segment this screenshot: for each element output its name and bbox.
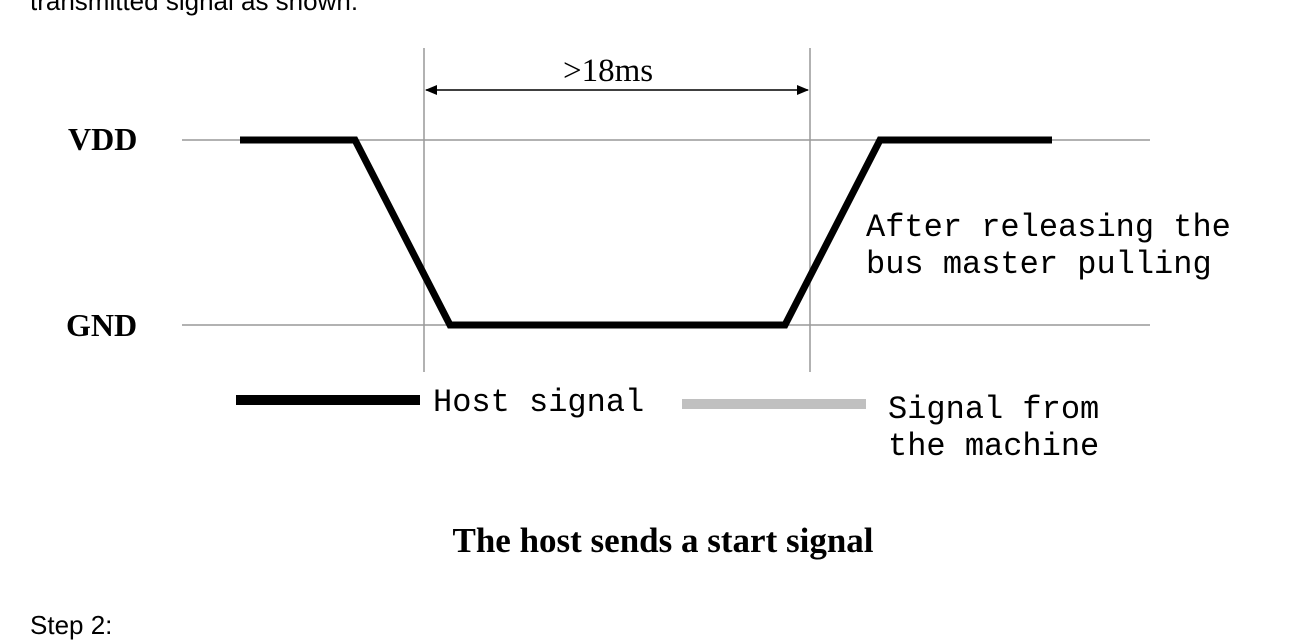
host-signal-waveform — [240, 136, 1052, 329]
start-signal-diagram: VDD GND >18ms After releasing the bus ma… — [66, 48, 1231, 560]
duration-label: >18ms — [563, 53, 653, 89]
legend-machine-label-line2: the machine — [888, 428, 1099, 465]
gnd-label: GND — [66, 307, 137, 343]
paragraph-text-top: transmitted signal as shown: — [30, 0, 359, 16]
paragraph-text-bottom: Step 2: — [30, 610, 113, 640]
diagram-caption: The host sends a start signal — [452, 521, 873, 560]
release-note-line1: After releasing the — [866, 209, 1231, 246]
legend-machine-label-line1: Signal from — [888, 391, 1099, 428]
vdd-label: VDD — [68, 121, 137, 157]
release-note-line2: bus master pulling — [866, 246, 1212, 283]
legend-host-label: Host signal — [433, 384, 644, 421]
